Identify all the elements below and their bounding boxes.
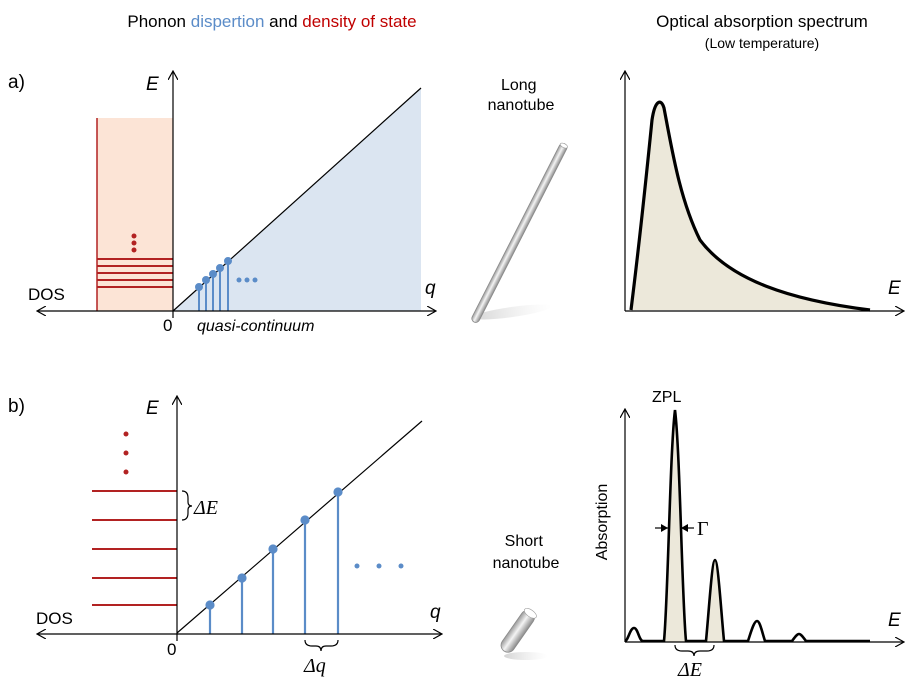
long-nanotube-label: Long nanotube bbox=[488, 77, 555, 114]
spectrum-e-label-a: E bbox=[888, 278, 901, 299]
spectrum-e-label-b: E bbox=[888, 610, 901, 631]
right-subtitle: (Low temperature) bbox=[705, 35, 819, 51]
zpl-peak-fill bbox=[664, 410, 686, 642]
right-title: Optical absorption spectrum bbox=[656, 12, 868, 31]
delta-e-level-label: ΔE bbox=[193, 497, 218, 519]
phonon-sideband-1-fill bbox=[706, 560, 724, 642]
delta-q-brace bbox=[304, 639, 339, 652]
left-title: Phonon dispertion and density of state bbox=[127, 12, 416, 31]
short-nanotube-label: Short nanotube bbox=[493, 533, 560, 572]
dos-dense-levels bbox=[97, 258, 173, 288]
delta-e-brace bbox=[181, 490, 193, 521]
dispersion-dots-a bbox=[236, 277, 258, 283]
long-nanotube-shadow bbox=[472, 304, 552, 320]
dos-label-b: DOS bbox=[36, 609, 73, 628]
gamma-label: Γ bbox=[697, 518, 709, 540]
axis-q-label-a: q bbox=[425, 278, 436, 299]
broad-absorption-curve bbox=[629, 100, 871, 312]
axis-e-label-a: E bbox=[146, 74, 159, 95]
short-nanotube-graphic bbox=[500, 608, 537, 653]
spectrum-delta-e-brace bbox=[674, 644, 715, 657]
panel-a-label: a) bbox=[8, 72, 25, 93]
dos-dots-b bbox=[123, 431, 129, 475]
dos-quasi-continuum-region bbox=[97, 118, 173, 311]
title-dos: density of state bbox=[302, 12, 416, 31]
absorption-lines bbox=[624, 409, 870, 643]
long-nanotube-line1: Long bbox=[501, 77, 537, 94]
delta-q-label: Δq bbox=[303, 655, 326, 677]
dos-discrete-levels bbox=[92, 490, 177, 606]
zero-label-a: 0 bbox=[163, 316, 172, 335]
short-nanotube-line2: nanotube bbox=[493, 555, 560, 572]
spectrum-delta-e-label: ΔE bbox=[677, 659, 702, 681]
axis-q-label-b: q bbox=[430, 602, 441, 623]
dos-label-a: DOS bbox=[28, 285, 65, 304]
dispersion-stems-a bbox=[195, 257, 232, 311]
dispersion-stems-b bbox=[205, 487, 343, 634]
panel-b-label: b) bbox=[8, 396, 25, 417]
long-nanotube-line2: nanotube bbox=[488, 97, 555, 114]
zero-label-b: 0 bbox=[167, 640, 176, 659]
long-nanotube-graphic bbox=[471, 142, 568, 323]
title-and: and bbox=[264, 12, 302, 31]
title-part1: Phonon bbox=[127, 12, 190, 31]
axis-e-label-b: E bbox=[146, 398, 159, 419]
zpl-label: ZPL bbox=[652, 389, 681, 406]
quasi-continuum-label: quasi-continuum bbox=[197, 318, 314, 335]
dos-dots-a bbox=[131, 233, 137, 253]
short-nanotube-shadow bbox=[504, 652, 548, 660]
title-dispersion: dispertion bbox=[191, 12, 265, 31]
dispersion-dots-b bbox=[354, 563, 404, 569]
dispersion-line-b bbox=[176, 420, 423, 634]
short-nanotube-line1: Short bbox=[505, 533, 544, 550]
broad-absorption-fill bbox=[631, 102, 870, 310]
absorption-axis-label: Absorption bbox=[594, 484, 611, 561]
